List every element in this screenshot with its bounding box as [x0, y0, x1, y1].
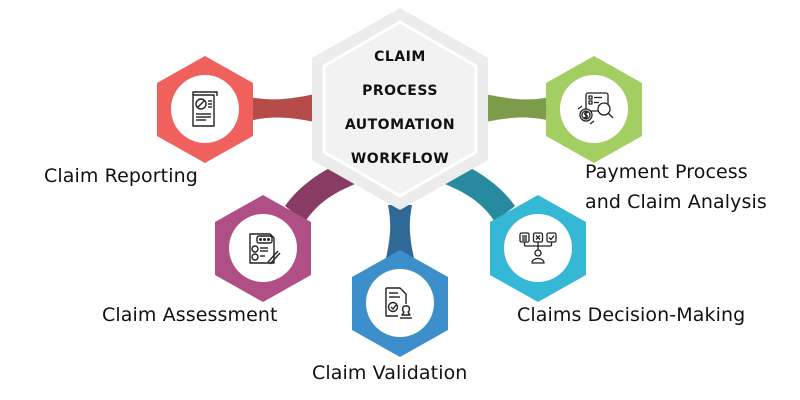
icon-circle: [366, 269, 434, 337]
label-line: and Claim Analysis: [585, 191, 767, 213]
center-title-line: AUTOMATION: [344, 117, 456, 133]
connector-claim-reporting: [245, 92, 325, 124]
checklist-pen-icon: [249, 233, 281, 265]
icon-circle: [560, 75, 628, 143]
center-title-line: PROCESS: [362, 83, 438, 99]
node-claim-reporting: [157, 56, 253, 163]
node-claim-validation: [352, 250, 448, 357]
center-title: CLAIM PROCESS AUTOMATION WORKFLOW: [330, 40, 470, 176]
node-claim-assessment: [215, 195, 311, 302]
document-stamp-approval-icon: [385, 287, 412, 319]
label-claim-assessment: Claim Assessment: [102, 304, 278, 326]
center-hexagon-inner: [322, 20, 478, 198]
center-title-line: CLAIM: [374, 49, 426, 65]
center-hexagon: [312, 8, 488, 210]
payment-search-analysis-icon: [577, 92, 614, 125]
node-claims-decision-making: [490, 195, 586, 302]
connector-claim-validation: [386, 205, 414, 258]
label-claim-validation: Claim Validation: [312, 362, 468, 384]
report-document-chart-icon: [192, 91, 218, 127]
label-claims-decision-making: Claims Decision-Making: [517, 304, 746, 326]
center-title-line: WORKFLOW: [350, 151, 450, 167]
node-payment-process: [546, 56, 642, 163]
decision-options-person-icon: [519, 232, 557, 264]
connector-payment-process: [475, 92, 555, 124]
label-claim-reporting: Claim Reporting: [44, 165, 198, 187]
label-line: Payment Process: [585, 161, 748, 183]
icon-circle: [171, 75, 239, 143]
label-payment-process: Payment Process and Claim Analysis: [585, 157, 767, 217]
